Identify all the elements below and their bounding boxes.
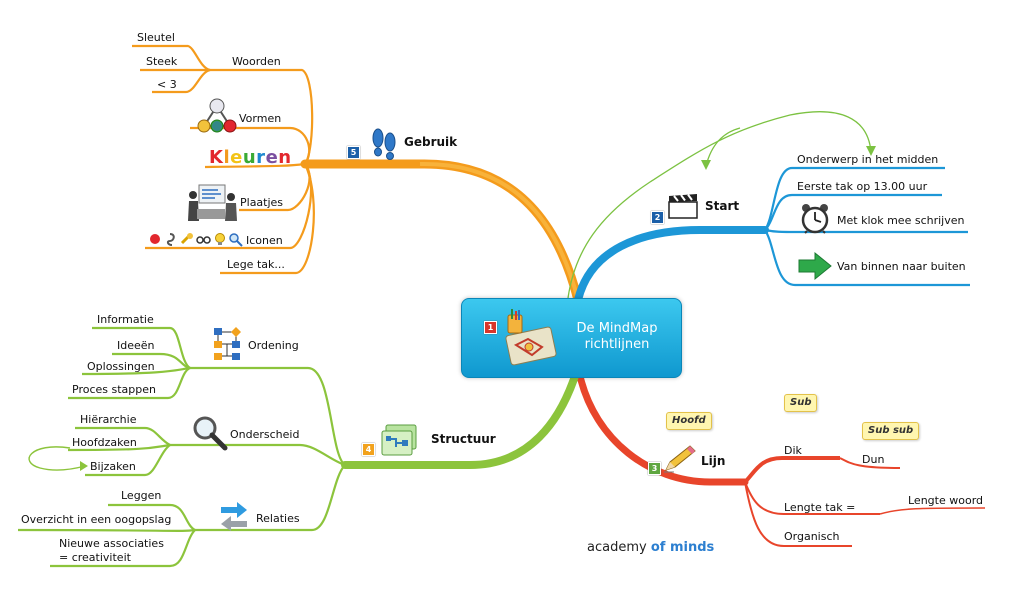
search-icon [229,233,239,243]
callout-subsub: Sub sub [862,422,920,440]
kleuren-letter: n [278,147,292,168]
structure-window-icon [381,424,417,456]
structuur-label[interactable]: Structuur [431,432,496,446]
gebruik-sub-branches [132,44,315,275]
start-label[interactable]: Start [705,199,740,213]
alarm-clock-icon [801,204,829,234]
plaatjes-label[interactable]: Plaatjes [240,196,284,209]
start-item-4[interactable]: Van binnen naar buiten [837,260,966,273]
loop-arrow [28,446,86,471]
lijn-badge: 3 [648,462,661,475]
molecule-shapes-icon [197,98,237,133]
vormen-label[interactable]: Vormen [239,112,282,125]
academy-of-minds-logo: academy of minds [587,540,715,555]
relaties-item-3[interactable]: Nieuwe associaties [59,537,164,550]
lijn-label[interactable]: Lijn [701,454,726,468]
lijn-item-lengte-tak[interactable]: Lengte tak = [784,501,856,514]
green-arrow-right-icon [798,251,832,281]
magnifier-icon [193,416,228,451]
lijn-item-dun[interactable]: Dun [862,453,885,466]
hook-icon [166,233,175,246]
lege-tak-label[interactable]: Lege tak... [227,258,285,271]
lijn-item-organisch[interactable]: Organisch [784,530,840,543]
gebruik-branch-edge [419,161,580,301]
kleuren-letter: e [265,147,279,168]
bulb-icon [215,233,225,243]
ordening-item-1[interactable]: Informatie [97,313,154,326]
ordening-item-3[interactable]: Oplossingen [87,360,155,373]
relaties-item-1[interactable]: Leggen [121,489,162,502]
central-topic-title: De MindMap richtlijnen [576,321,658,352]
lijn-sub-branches [743,456,986,547]
footprints-icon [372,128,396,160]
callout-hoofd: Hoofd [666,412,712,430]
kleuren-letter: e [230,147,243,168]
kleuren-letter: l [223,147,231,168]
relaties-item-2[interactable]: Overzicht in een oogopslag [21,513,172,526]
onderscheid-item-3[interactable]: Bijzaken [90,460,136,473]
central-topic[interactable]: 1 De MindMap richtlijnen [461,298,682,378]
plaatjes-photo-icon [185,181,239,223]
relaties-label[interactable]: Relaties [256,512,300,525]
woorden-item-3[interactable]: < 3 [157,78,177,91]
start-item-3[interactable]: Met klok mee schrijven [837,214,965,227]
kleuren-letter: K [209,147,224,168]
iconen-label[interactable]: Iconen [246,234,283,247]
onderscheid-item-1[interactable]: Hiërarchie [80,413,137,426]
ordening-label[interactable]: Ordening [248,339,299,352]
structuur-sub-branches [17,326,346,568]
pin-icon [150,234,160,244]
lijn-item-dik[interactable]: Dik [784,444,802,457]
kleuren-letter: r [256,147,266,168]
flowchart-icon [214,327,241,360]
ordening-item-4[interactable]: Proces stappen [72,383,156,396]
structuur-badge: 4 [362,443,375,456]
structuur-main-branch [341,372,579,469]
clapperboard-icon [668,194,698,219]
woorden-item-1[interactable]: Sleutel [137,31,175,44]
start-main-branch [574,226,769,304]
kleuren-label[interactable]: Kleuren [209,147,292,168]
kleuren-letter: u [242,147,257,168]
iconen-icon-row [150,233,243,247]
lijn-main-branch [576,372,749,486]
start-badge: 2 [651,211,664,224]
glasses-icon [196,236,204,244]
start-item-2[interactable]: Eerste tak op 13.00 uur [797,180,928,193]
woorden-label[interactable]: Woorden [232,55,281,68]
swap-arrows-icon [221,502,247,531]
gebruik-label[interactable]: Gebruik [404,135,458,149]
relaties-item-4[interactable]: = creativiteit [59,551,131,564]
lijn-item-lengte-woord[interactable]: Lengte woord [908,494,984,507]
start-sub-branches [764,166,970,287]
mindmap-board-icon [505,309,557,366]
start-item-1[interactable]: Onderwerp in het midden [797,153,939,166]
gebruik-badge: 5 [347,146,360,159]
center-badge: 1 [484,321,497,334]
woorden-item-2[interactable]: Steek [146,55,178,68]
order-arrow [567,111,872,299]
callout-sub: Sub [784,394,818,412]
onderscheid-label[interactable]: Onderscheid [230,428,300,441]
onderscheid-item-2[interactable]: Hoofdzaken [72,436,137,449]
ordening-item-2[interactable]: Ideeën [117,339,155,352]
gebruik-main-branch [300,159,583,305]
pencil-icon [664,445,696,473]
